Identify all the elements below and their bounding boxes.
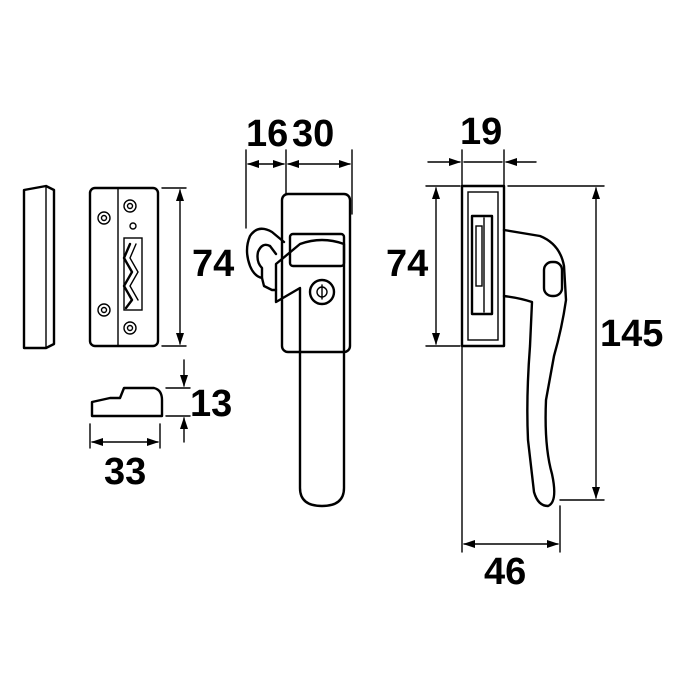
- side-base-depth-label: 19: [460, 111, 502, 153]
- strike-height-dimension: 74: [161, 187, 234, 347]
- keeper-block: [90, 386, 164, 418]
- keeper-height-dimension: 13: [165, 359, 232, 443]
- keeper-width-dimension: 33: [89, 423, 161, 493]
- strike-profile: [22, 184, 56, 350]
- overall-length-label: 145: [600, 313, 663, 355]
- side-base-height-label: 74: [386, 243, 428, 285]
- handle-side-view: [460, 184, 568, 508]
- handle-depth-dimension: 16 30: [245, 113, 353, 229]
- handle-projection-label: 46: [484, 551, 526, 593]
- handle-offset-depth-label: 16: [246, 113, 288, 155]
- overall-length-dimension: 145: [507, 185, 663, 501]
- side-height-dimension: 74: [386, 185, 461, 347]
- handle-front-view: [245, 192, 352, 508]
- keeper-height-label: 13: [190, 383, 232, 425]
- side-depth-dimension: 19: [427, 111, 537, 187]
- handle-depth-label: 30: [292, 113, 334, 155]
- keeper-width-label: 33: [104, 451, 146, 493]
- strike-height-label: 74: [192, 243, 234, 285]
- handle-projection-dimension: 46: [461, 345, 561, 593]
- strike-plate-front: [88, 186, 160, 348]
